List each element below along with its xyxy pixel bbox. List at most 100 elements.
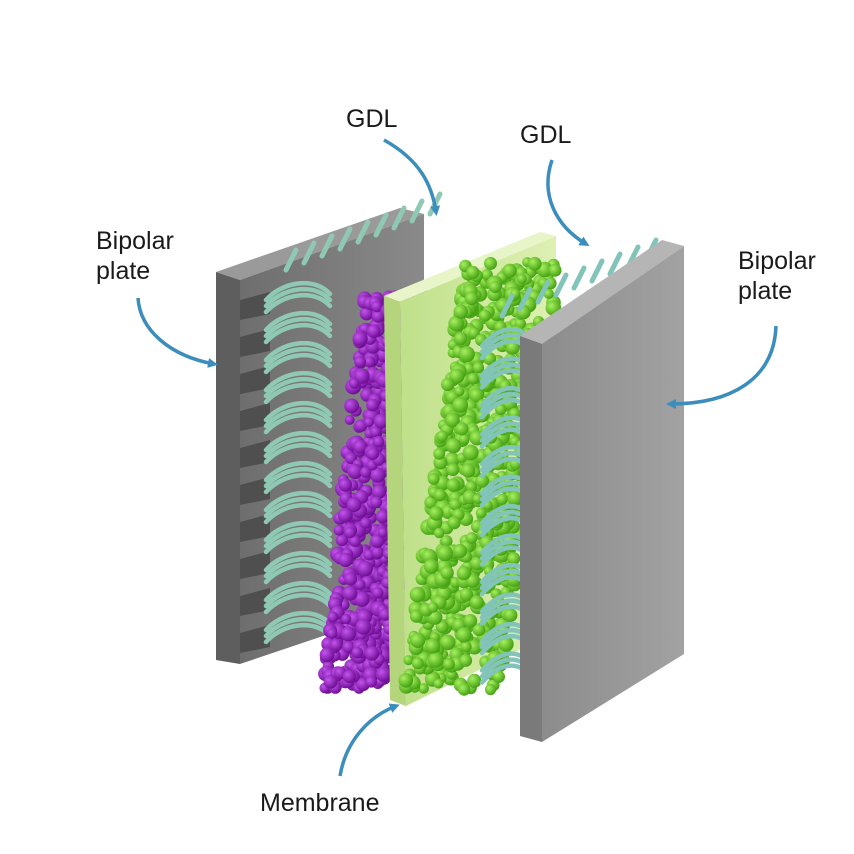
catalyst-particle	[341, 613, 352, 624]
catalyst-particle	[498, 636, 514, 652]
gdl-fiber	[263, 442, 333, 465]
catalyst-particle	[469, 595, 484, 610]
catalyst-particle	[327, 611, 339, 623]
catalyst-particle	[433, 527, 445, 539]
plate-groove	[240, 403, 270, 431]
catalyst-particle	[548, 263, 562, 277]
catalyst-particle	[375, 509, 390, 524]
catalyst-particle	[354, 591, 370, 607]
catalyst-particle	[446, 478, 461, 492]
plate-groove	[240, 551, 270, 579]
catalyst-particle	[444, 452, 460, 468]
label-gdl-right: GDL	[520, 120, 571, 150]
catalyst-particle	[346, 497, 362, 513]
catalyst-particle	[333, 524, 345, 536]
catalyst-particle	[496, 493, 508, 505]
gdl-fiber-top	[301, 240, 317, 266]
catalyst-particle	[439, 634, 456, 651]
catalyst-particle	[360, 517, 372, 529]
gdl-fiber	[263, 550, 333, 573]
gdl-fiber	[263, 490, 333, 513]
catalyst-particle	[344, 526, 356, 539]
catalyst-particle	[340, 626, 356, 642]
catalyst-particle	[468, 327, 480, 339]
catalyst-particle	[456, 566, 471, 581]
catalyst-particle	[446, 463, 460, 477]
gdl-fiber	[263, 460, 333, 483]
catalyst-particle	[375, 666, 392, 682]
arrow-gdl-left	[383, 138, 441, 216]
catalyst-particle	[507, 552, 521, 565]
bipolar-left-line2: plate	[96, 257, 151, 285]
catalyst-particle	[364, 356, 376, 368]
catalyst-particle	[461, 463, 476, 478]
gdl-fiber	[263, 580, 333, 603]
catalyst-particle	[377, 527, 388, 538]
catalyst-particle	[543, 288, 554, 299]
catalyst-particle	[506, 340, 520, 355]
label-gdl-left: GDL	[346, 104, 397, 134]
gdl-fiber-top	[391, 205, 407, 231]
catalyst-particle	[351, 646, 364, 659]
catalyst-particle	[378, 608, 392, 621]
catalyst-particle	[423, 559, 439, 574]
catalyst-particle	[433, 488, 447, 502]
gdl-fiber	[263, 466, 333, 489]
catalyst-particle	[458, 433, 470, 445]
catalyst-particle	[370, 426, 382, 438]
gdl-fiber	[263, 436, 333, 459]
gdl-fiber-top	[337, 226, 353, 252]
catalyst-particle	[349, 378, 360, 389]
gdl-fiber-top	[373, 212, 389, 238]
catalyst-particle	[355, 619, 372, 635]
catalyst-particle	[495, 403, 507, 415]
gdl-fiber	[263, 322, 333, 345]
plate-groove	[240, 329, 270, 357]
catalyst-particle	[527, 256, 542, 271]
catalyst-particle	[352, 331, 368, 347]
arrow-bipolar-left	[136, 297, 218, 368]
catalyst-particle	[372, 587, 384, 599]
catalyst-particle	[454, 386, 465, 397]
catalyst-particle	[460, 641, 472, 653]
catalyst-particle	[454, 332, 468, 346]
gdl-fiber	[263, 502, 333, 525]
catalyst-particle	[452, 543, 468, 559]
gdl-fiber-top	[589, 258, 605, 284]
gdl-fiber	[263, 310, 333, 333]
arrow-bipolar-right	[666, 325, 778, 409]
catalyst-particle	[503, 608, 518, 622]
catalyst-particle	[366, 398, 379, 412]
catalyst-particle	[467, 639, 482, 655]
label-bipolar-left: Bipolar plate	[96, 226, 174, 286]
catalyst-particle	[359, 306, 374, 321]
plate-groove	[240, 366, 270, 394]
right-bipolar-plate	[520, 240, 684, 742]
catalyst-particle	[442, 658, 455, 671]
gdl-right-text: GDL	[520, 121, 572, 149]
gdl-fiber	[263, 346, 333, 369]
catalyst-particle	[343, 572, 358, 586]
catalyst-particle	[453, 304, 468, 319]
gdl-fiber-top	[553, 272, 569, 298]
gdl-fiber	[263, 376, 333, 399]
catalyst-particle	[472, 361, 485, 374]
catalyst-particle	[464, 291, 479, 306]
catalyst-particle	[323, 674, 338, 689]
plate-groove	[240, 514, 270, 542]
catalyst-particle	[428, 506, 444, 521]
catalyst-particle	[433, 447, 446, 460]
gdl-fiber	[263, 586, 333, 609]
catalyst-particle	[447, 516, 461, 530]
catalyst-particle	[449, 368, 465, 384]
catalyst-particle	[371, 546, 384, 559]
catalyst-particle	[364, 646, 380, 661]
catalyst-particle	[370, 534, 385, 548]
gdl-fiber	[263, 382, 333, 405]
gdl-fiber-top	[409, 198, 425, 224]
catalyst-particle	[370, 496, 383, 509]
catalyst-particle	[436, 430, 448, 442]
plate-grooves	[240, 292, 270, 653]
catalyst-particle	[338, 478, 353, 492]
catalyst-particle	[458, 346, 475, 363]
